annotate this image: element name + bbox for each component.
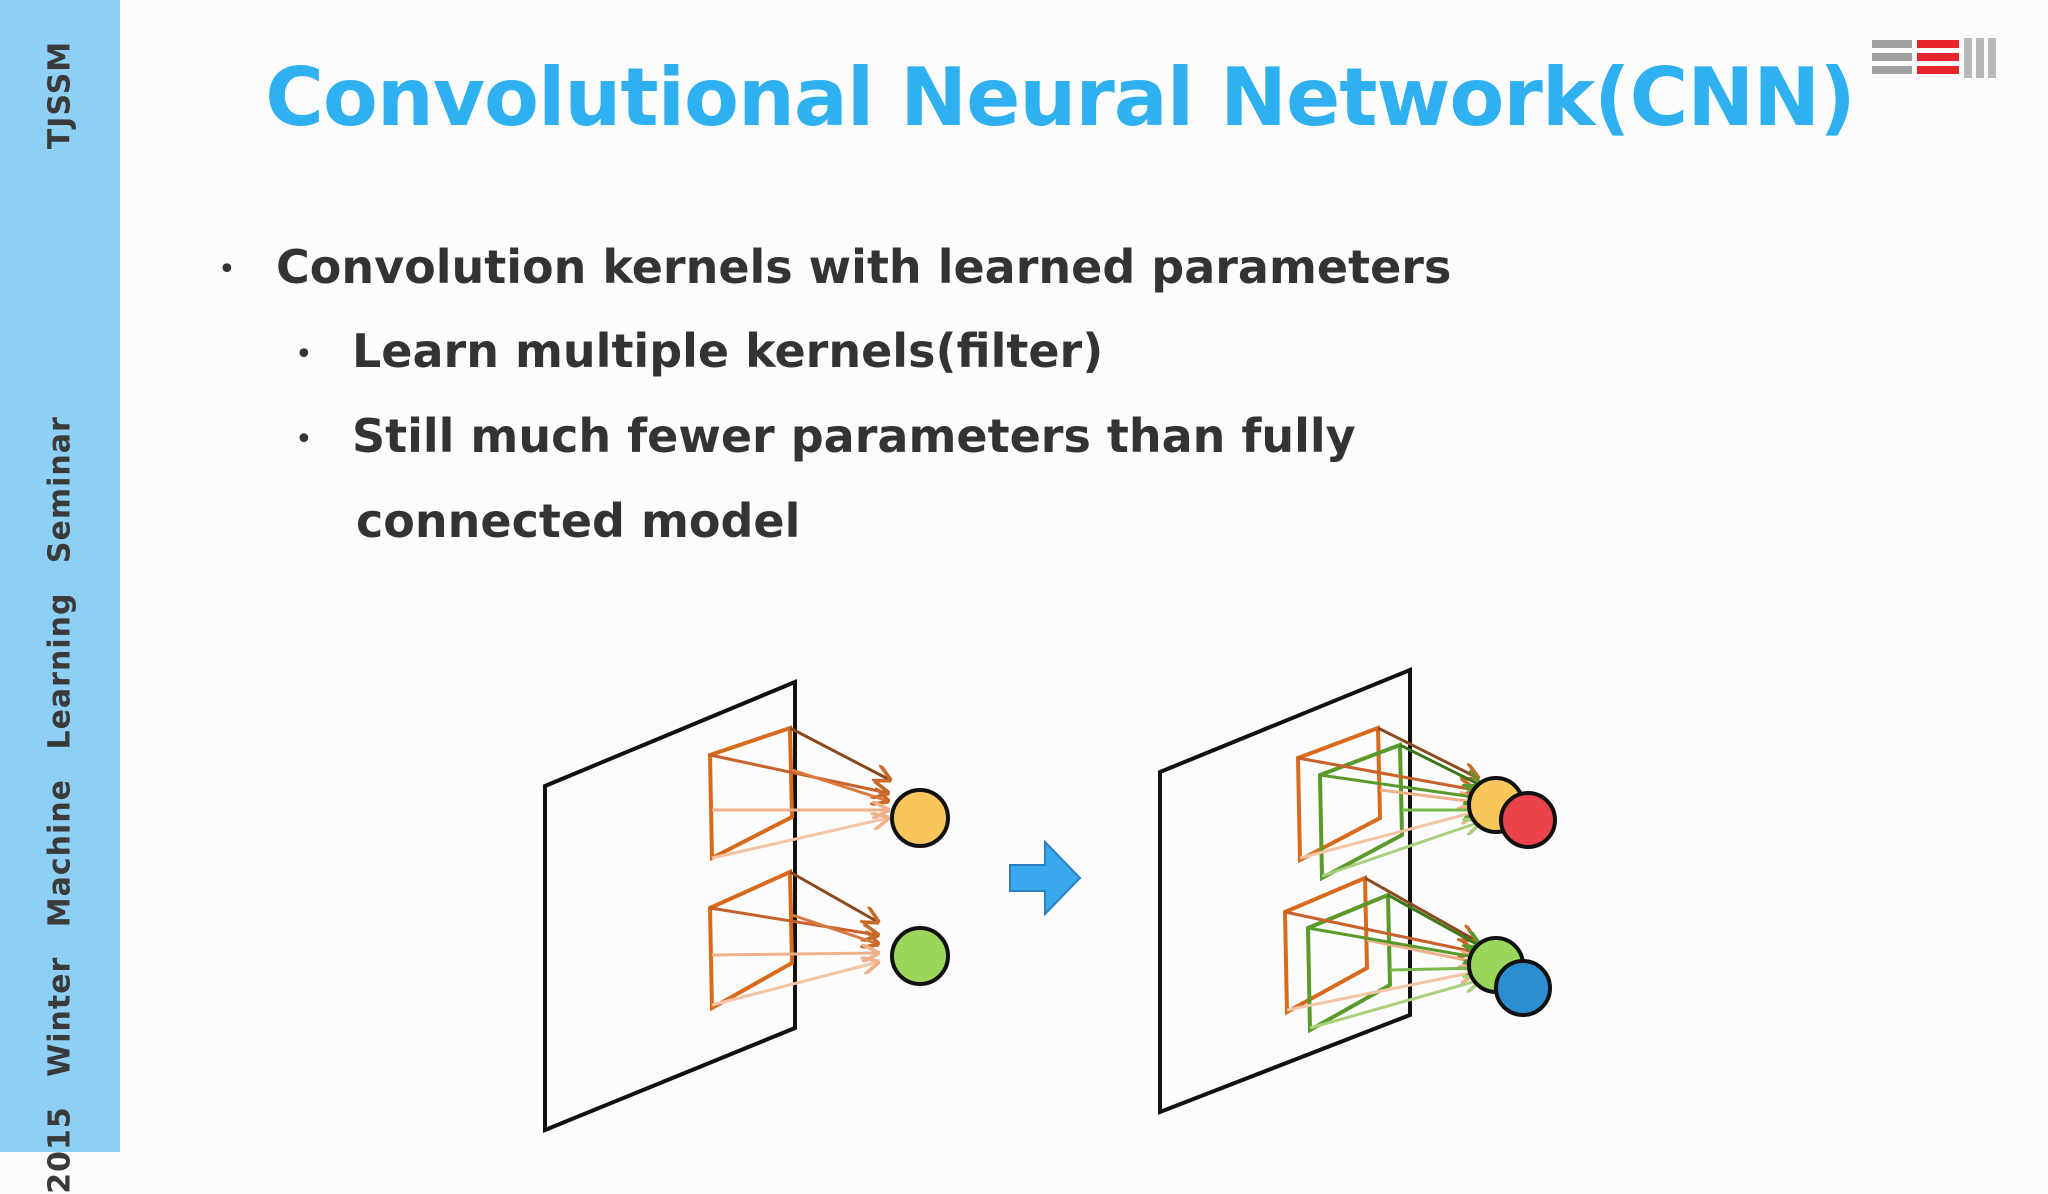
bullet-level2: Learn multiple kernels(filter) (352, 324, 1104, 378)
left-output-node-yellow (890, 788, 950, 848)
right-arrow-icon (1009, 839, 1082, 917)
left-output-node-green (890, 926, 950, 986)
bullet-continuation: connected model (356, 494, 801, 548)
sidebar: TJSSM 2015 Winter Machine Learning Semin… (0, 0, 120, 1194)
sidebar-org-label: TJSSM (42, 40, 78, 150)
left-kernel-bottom (707, 868, 878, 1012)
tjssm-logo-icon (1872, 36, 2012, 89)
right-input-plane (1158, 667, 1412, 1115)
right-kernel-bottom (1282, 875, 1480, 1034)
sidebar-seminar-label: 2015 Winter Machine Learning Seminar (42, 416, 78, 1194)
bullet-dot: • (218, 252, 236, 287)
bullet-level1: Convolution kernels with learned paramet… (276, 240, 1452, 294)
cnn-kernel-diagram (520, 650, 1620, 1155)
bullet-dot: • (295, 337, 313, 372)
left-input-plane (543, 679, 797, 1133)
bullet-level2: Still much fewer parameters than fully (352, 409, 1356, 463)
right-output-node-blue (1494, 959, 1552, 1017)
right-output-node-red (1499, 791, 1557, 849)
left-kernel-top (707, 725, 890, 862)
slide-title: Convolutional Neural Network(CNN) (265, 51, 1856, 144)
right-kernel-top (1295, 725, 1480, 882)
bullet-dot: • (295, 422, 313, 457)
